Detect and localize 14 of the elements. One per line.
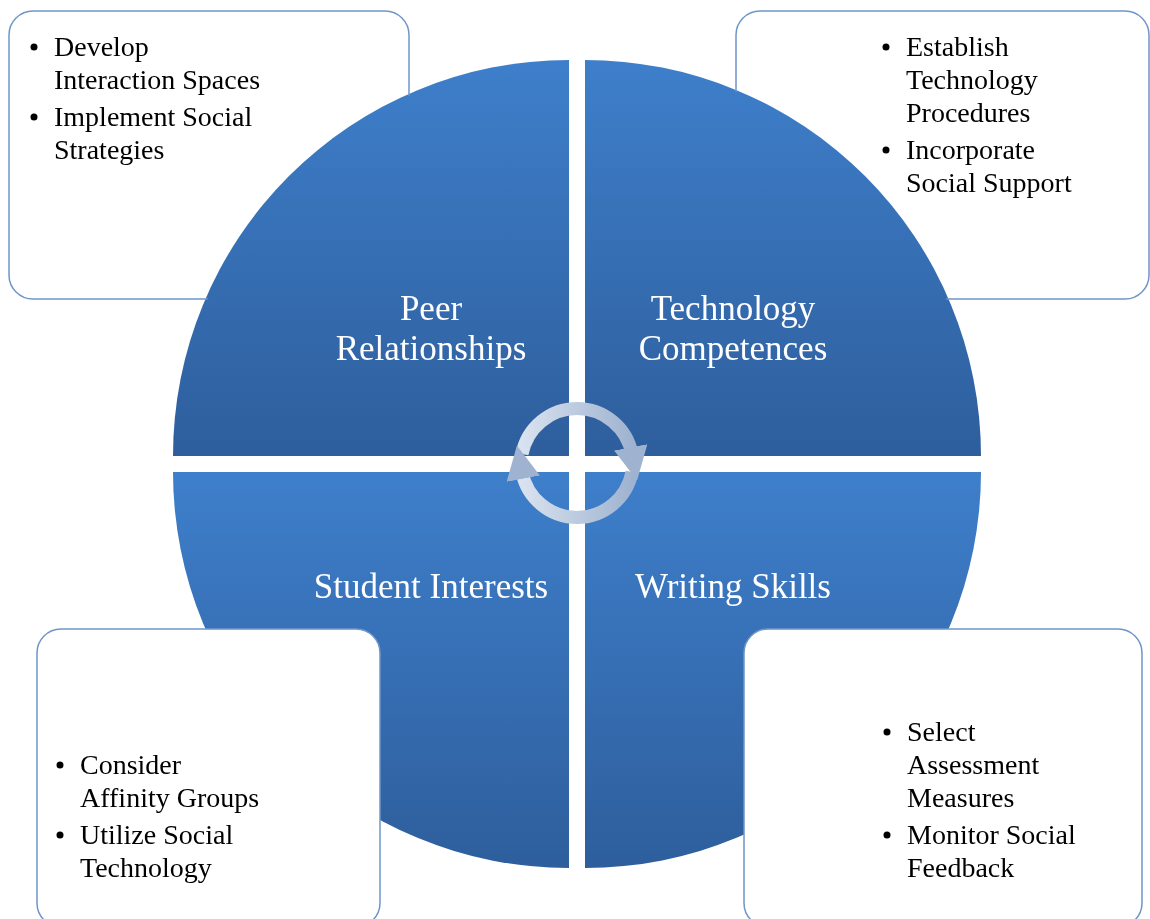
bullet-text: Establish Technology Procedures — [906, 30, 1039, 129]
bullet-text: Utilize Social Technology — [80, 818, 235, 884]
quadrant-label: Technology Competences — [637, 289, 829, 370]
bullet-text: Incorporate Social Support — [906, 133, 1073, 199]
bullet-text: Select Assessment Measures — [907, 715, 1041, 814]
quadrant-label: Peer Relationships — [334, 289, 528, 370]
bullet-text: Develop Interaction Spaces — [54, 30, 262, 96]
quadrant-label: Writing Skills — [634, 566, 832, 607]
bullet-text: Implement Social Strategies — [54, 100, 254, 166]
curved-arrow — [515, 402, 647, 481]
bullet-text: Monitor Social Feedback — [907, 818, 1077, 884]
curved-arrow — [507, 445, 639, 524]
quadrant-label: Student Interests — [312, 566, 550, 607]
bullet-text: Consider Affinity Groups — [80, 748, 261, 814]
